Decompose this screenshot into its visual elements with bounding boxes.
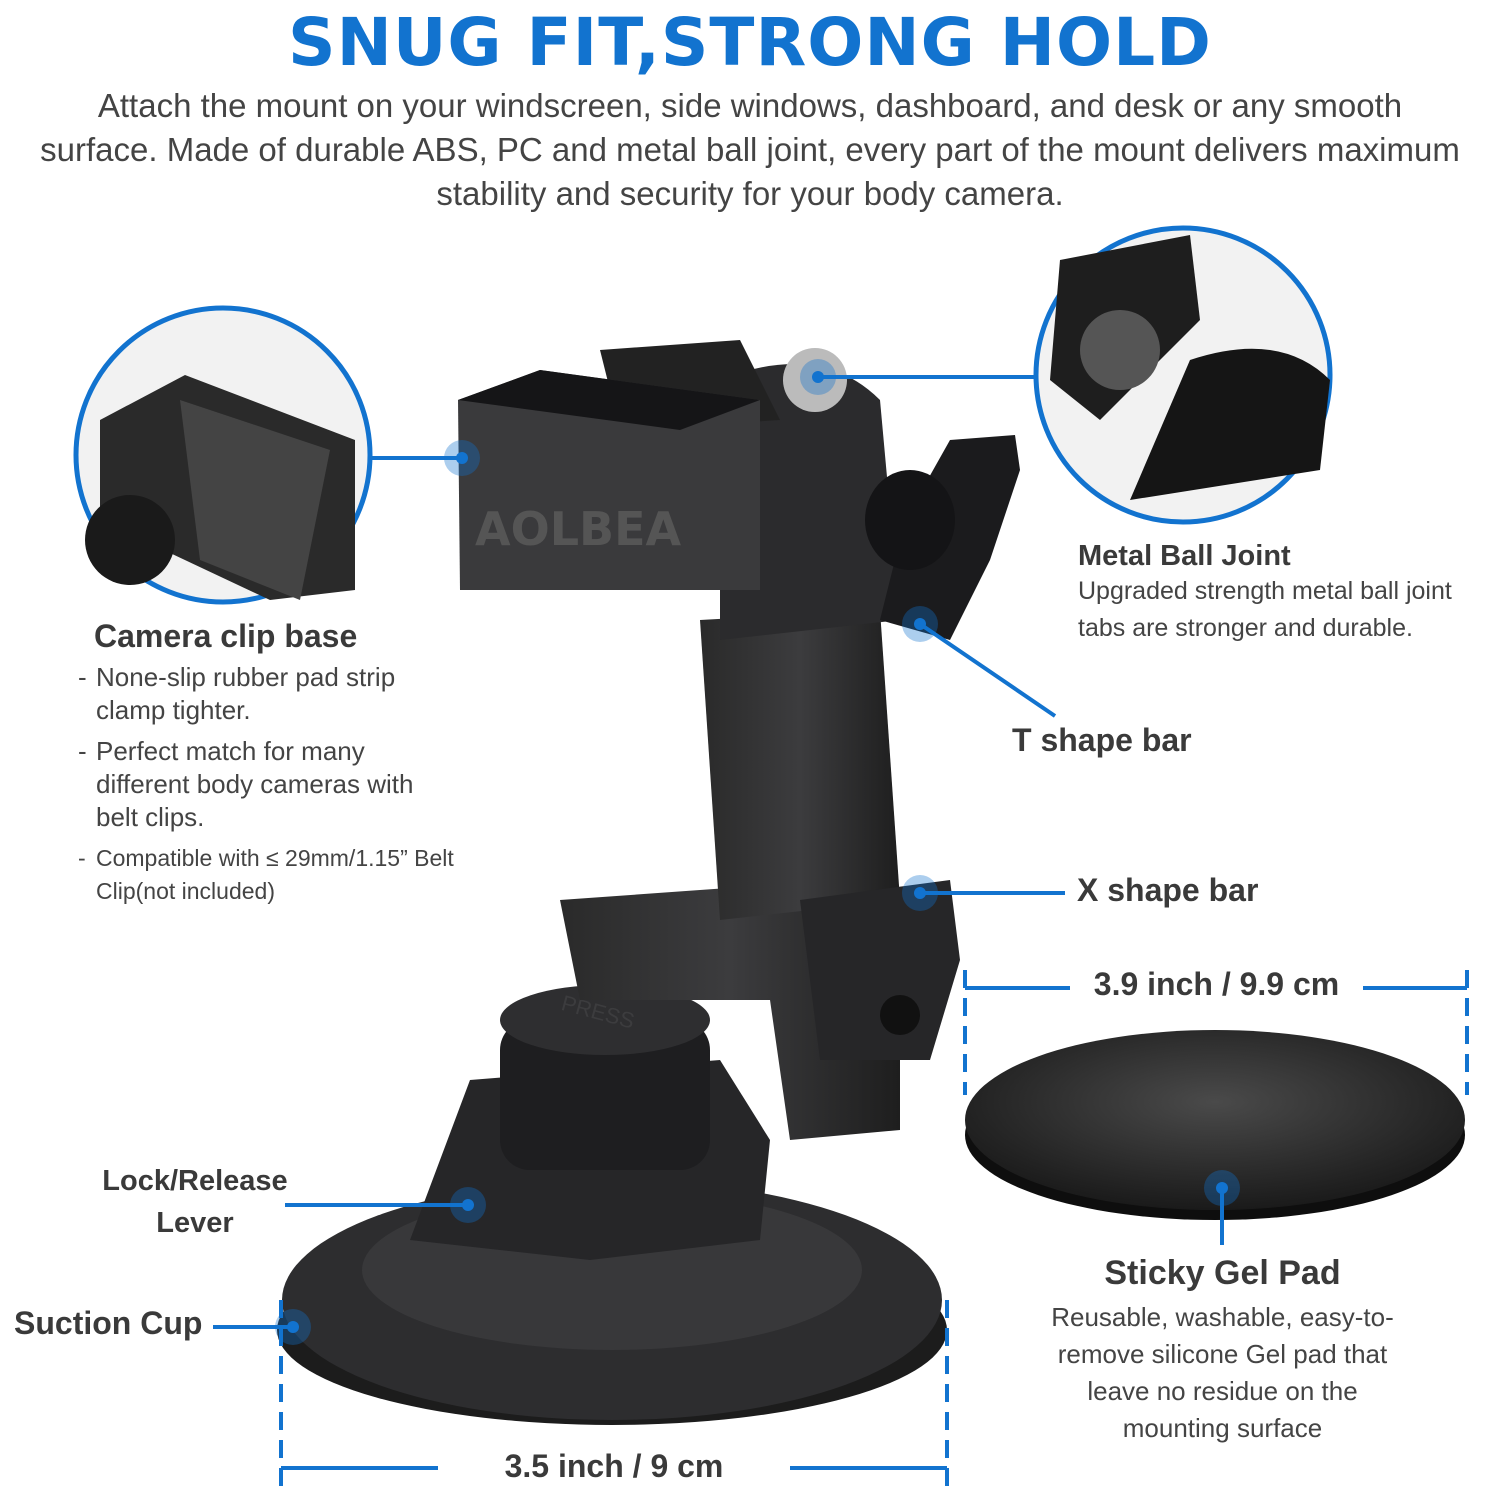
brand-logo: AOLBEA [475,502,682,556]
camera-clip-point: Perfect match for many different body ca… [78,735,458,834]
callout-dots [275,359,1240,1345]
clip-detail-inset [73,305,373,605]
x-shape-bar-label: X shape bar [1077,872,1259,908]
callout-lines [213,375,1469,1490]
suction-cup-size-label: 3.5 inch / 9 cm [504,1448,724,1484]
camera-clip-point: None-slip rubber pad strip clamp tighter… [78,661,458,727]
gel-pad-heading: Sticky Gel Pad [1104,1254,1341,1292]
gel-pad-section: Sticky Gel Pad Reusable, washable, easy-… [1040,1254,1405,1447]
ball-joint-section: Metal Ball Joint Upgraded strength metal… [1078,540,1458,647]
page-title: SNUG FIT,STRONG HOLD [288,4,1212,81]
lock-release-lever-label: Lock/Release Lever [102,1165,288,1239]
suction-cup-label: Suction Cup [14,1305,203,1341]
gel-pad-text: Reusable, washable, easy-to-remove silic… [1051,1302,1394,1443]
ball-joint-inset [1033,225,1333,525]
camera-clip-heading: Camera clip base [94,618,358,654]
ball-joint-heading: Metal Ball Joint [1078,540,1291,572]
ball-joint-text: Upgraded strength metal ball joint tabs … [1078,577,1452,642]
camera-clip-point: Compatible with ≤ 29mm/1.15” Belt Clip(n… [78,842,458,908]
gel-pad-size-label: 3.9 inch / 9.9 cm [1093,966,1340,1002]
intro-text: Attach the mount on your windscreen, sid… [40,87,1460,212]
camera-clip-section: Camera clip base None-slip rubber pad st… [78,618,458,916]
t-shape-bar-label: T shape bar [1012,722,1192,758]
